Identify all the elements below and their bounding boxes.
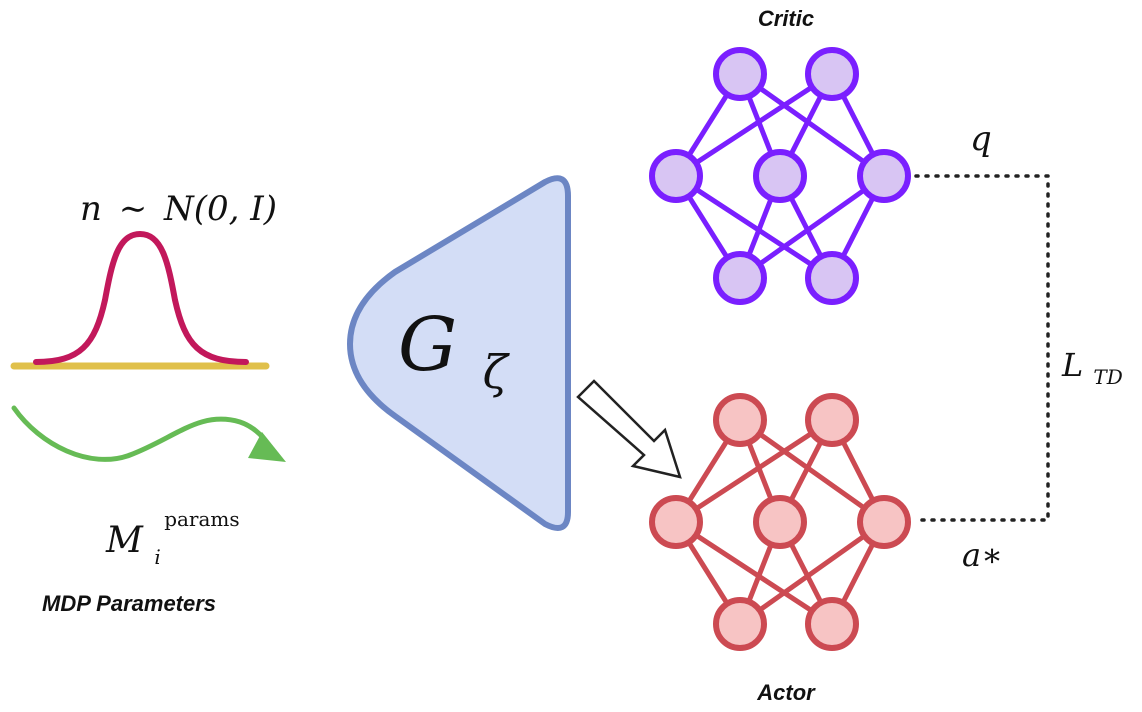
actor-node (649, 495, 703, 549)
generator-to-actor-arrow (576, 379, 682, 479)
gaussian-curve (33, 230, 249, 365)
generator-symbol: G ζ (398, 302, 511, 399)
critic-output-q: q (970, 119, 992, 159)
critic-node (649, 149, 703, 203)
noise-distribution: n ∼ N(0, I) (10, 189, 277, 370)
actor-node (713, 393, 767, 447)
critic-node (805, 47, 859, 101)
critic-network (649, 47, 911, 305)
critic-node (713, 47, 767, 101)
critic-connection (674, 173, 834, 281)
generator-network (347, 175, 571, 531)
actor-output-a-star: a∗ (962, 536, 1003, 574)
critic-connection (738, 173, 886, 281)
critic-node (857, 149, 911, 203)
td-loss-label: L TD (1061, 346, 1123, 389)
mdp-params-symbol: M i params (105, 507, 240, 573)
actor-connection (674, 417, 834, 525)
critic-connection (738, 71, 886, 179)
critic-node (805, 251, 859, 305)
actor-network (649, 393, 911, 651)
critic-node (753, 149, 807, 203)
actor-node (713, 597, 767, 651)
wave-arrow-head (248, 432, 286, 462)
actor-connection (674, 519, 834, 627)
noise-label: n ∼ N(0, I) (80, 189, 277, 229)
td-loss-connector (914, 174, 1050, 522)
critic-connection (674, 71, 834, 179)
wave-arrow-line (11, 405, 271, 462)
mdp-parameters-caption: MDP Parameters (42, 591, 216, 616)
critic-node (713, 251, 767, 305)
actor-node (805, 393, 859, 447)
critic-title: Critic (758, 6, 814, 31)
actor-node (753, 495, 807, 549)
actor-node (805, 597, 859, 651)
actor-connection (738, 417, 886, 525)
actor-connection (738, 519, 886, 627)
actor-title: Actor (756, 680, 816, 705)
actor-node (857, 495, 911, 549)
mdp-wave-arrow (11, 405, 286, 462)
